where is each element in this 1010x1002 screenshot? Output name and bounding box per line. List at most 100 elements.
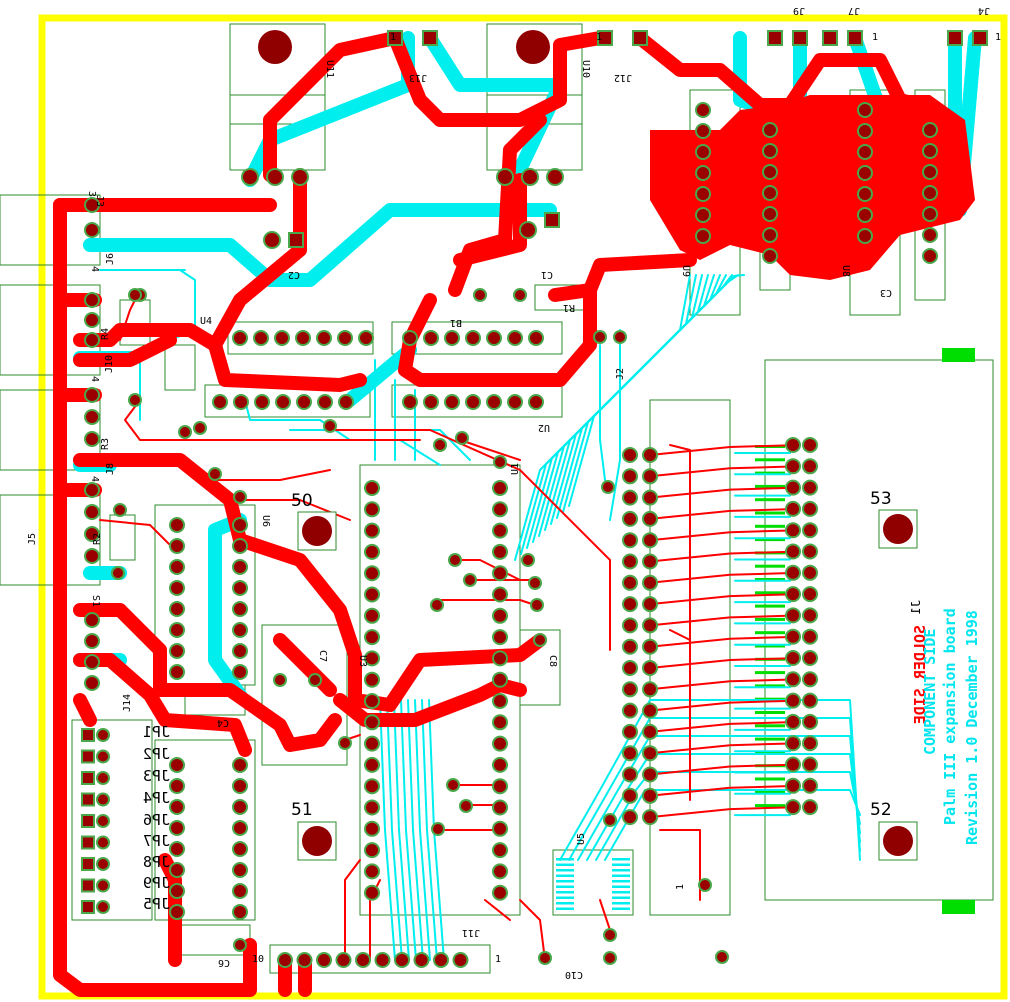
label-pin1-u5: 1 — [675, 884, 686, 890]
via — [473, 288, 487, 302]
u3-pin — [364, 863, 380, 880]
j1-pin — [785, 543, 801, 560]
j1-pin — [622, 723, 638, 740]
j1-pin — [642, 553, 658, 570]
u9-pin — [762, 164, 778, 180]
u8-pin — [922, 248, 938, 264]
regulator-pin — [241, 168, 259, 186]
u3-pin — [492, 607, 508, 624]
u6-pin — [169, 517, 185, 533]
label-pin1-j11: 1 — [495, 954, 501, 965]
c1-pin — [544, 212, 560, 228]
u8-pin — [857, 102, 873, 118]
via — [538, 951, 552, 965]
label-j4: J4 — [978, 5, 990, 16]
via — [698, 878, 712, 892]
via — [613, 330, 627, 344]
jumper-pad — [96, 878, 110, 893]
u7-pin — [169, 820, 185, 836]
j1-pin — [785, 522, 801, 539]
label-r4: R4 — [100, 328, 111, 340]
j5-pin — [84, 482, 100, 498]
u6-pin — [232, 601, 248, 617]
j1-pin — [642, 510, 658, 527]
label-j13: J13 — [409, 72, 427, 83]
label-u10: U10 — [580, 60, 591, 78]
label-jp9: JP9 — [143, 874, 170, 892]
u7-pin — [232, 904, 248, 920]
jumper-pad — [81, 771, 95, 785]
edge-fingers — [755, 445, 785, 808]
header-pad — [387, 30, 403, 46]
hole-label-52: 52 — [870, 800, 892, 820]
b1-pin — [465, 330, 481, 346]
board-title: J1 SOLDER SIDE COMPONENT SIDE Palm III e… — [909, 600, 981, 845]
title-product: Palm III expansion board — [941, 608, 959, 825]
u3-pin — [364, 735, 380, 752]
u6-pin — [232, 559, 248, 575]
jumper-pad — [81, 814, 95, 828]
j11-pin — [355, 952, 371, 968]
via — [455, 431, 469, 445]
u3-pin — [364, 650, 380, 667]
u7-pin — [169, 841, 185, 857]
j1-pin — [642, 809, 658, 826]
mounting-hole-51 — [302, 826, 332, 856]
u6-pin — [169, 601, 185, 617]
j1-pin — [785, 799, 801, 816]
j1-pin — [802, 777, 818, 794]
via — [273, 673, 287, 687]
u6-pin — [169, 559, 185, 575]
u6-pin — [169, 664, 185, 680]
u3-pin — [364, 586, 380, 603]
label-jp3: JP3 — [143, 767, 170, 785]
label-pin1-j13: 1 — [390, 32, 396, 43]
j1-pin — [622, 489, 638, 506]
u3-pin — [492, 735, 508, 752]
label-jp2: JP2 — [143, 745, 170, 763]
jumper-pad — [96, 835, 110, 850]
j1-pin — [642, 745, 658, 762]
u3-pin — [492, 629, 508, 646]
j1-pin — [622, 532, 638, 549]
b1-pin — [528, 330, 544, 346]
j1-pin — [642, 787, 658, 804]
u4-pin — [338, 394, 354, 410]
jumper-pad — [96, 728, 110, 742]
label-j2: J2 — [615, 368, 626, 380]
j1-pin — [622, 681, 638, 698]
mounting-hole-53 — [883, 514, 913, 544]
u8-pin — [922, 227, 938, 243]
u3-pin — [492, 543, 508, 560]
j1-pin — [642, 660, 658, 676]
u3-pin — [364, 884, 380, 901]
label-jp8: JP8 — [143, 853, 170, 871]
u8-pin — [857, 186, 873, 202]
mounting-hole-50 — [302, 516, 332, 546]
j1-pin — [785, 692, 801, 709]
j1-pin — [802, 522, 818, 539]
label-b1: B1 — [450, 317, 462, 328]
u7-pin — [169, 904, 185, 920]
jumper-pad — [96, 857, 110, 871]
j1-pin — [802, 692, 818, 709]
j1-pin — [802, 479, 818, 496]
label-u8: U8 — [840, 265, 851, 277]
label-c4: C4 — [217, 717, 229, 728]
j1-pin — [802, 586, 818, 603]
label-pin3-j3: 3 — [86, 191, 97, 197]
j11-pin — [374, 952, 391, 968]
u3-pin — [364, 629, 380, 646]
j1-pin — [785, 777, 801, 794]
label-s1: S1 — [90, 595, 101, 607]
j11-pin — [394, 952, 410, 968]
u8-pin — [922, 206, 938, 222]
j1-pin — [802, 671, 818, 688]
u3-pin — [492, 799, 508, 816]
u9-pin — [762, 143, 778, 159]
j11-pin — [316, 952, 332, 968]
via — [603, 813, 617, 827]
u3-pin — [364, 671, 380, 688]
j1-pin — [785, 479, 801, 496]
